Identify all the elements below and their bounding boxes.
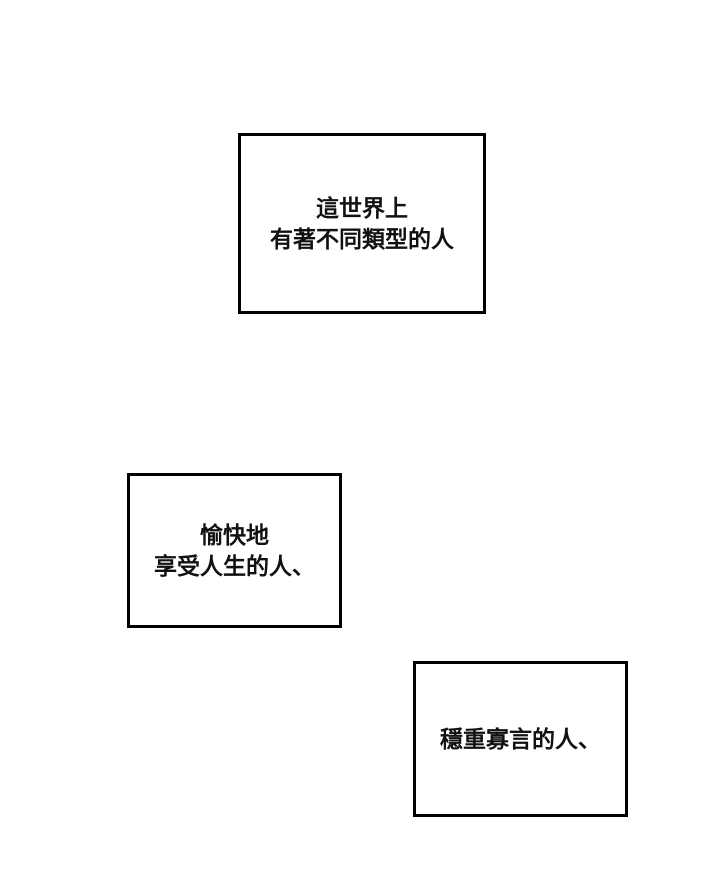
caption-1-line-2: 有著不同類型的人 — [270, 225, 454, 253]
caption-box-2: 愉快地 享受人生的人、 — [127, 473, 342, 628]
caption-1-line-1: 這世界上 — [316, 194, 408, 222]
caption-box-3: 穩重寡言的人、 — [413, 661, 628, 817]
caption-text-1: 這世界上 有著不同類型的人 — [270, 193, 454, 255]
caption-3-line-1: 穩重寡言的人、 — [440, 725, 601, 753]
caption-2-line-2: 享受人生的人、 — [154, 552, 315, 580]
caption-text-2: 愉快地 享受人生的人、 — [154, 520, 315, 582]
caption-text-3: 穩重寡言的人、 — [440, 724, 601, 755]
caption-box-1: 這世界上 有著不同類型的人 — [238, 133, 486, 314]
caption-2-line-1: 愉快地 — [200, 521, 269, 549]
